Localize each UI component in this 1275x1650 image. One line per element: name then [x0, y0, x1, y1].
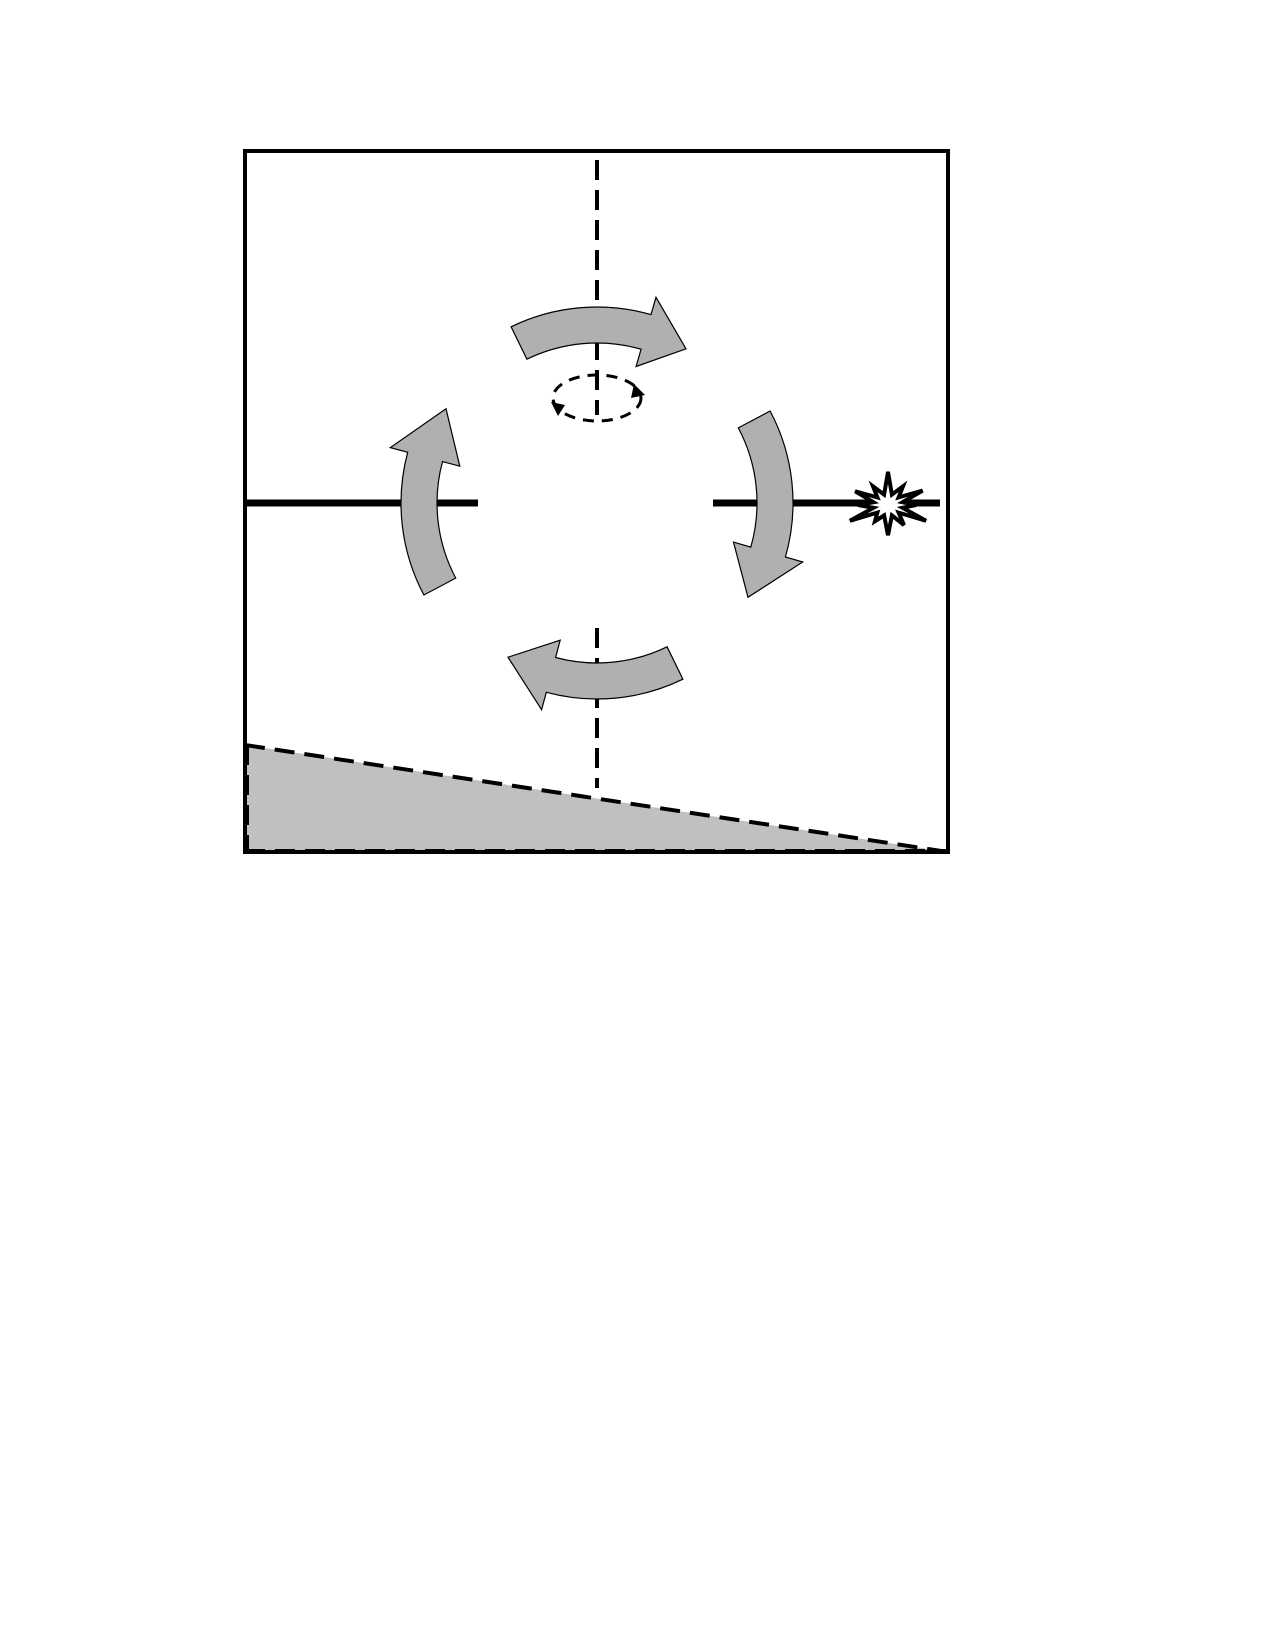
rotation-arrow-right-icon: [732, 410, 805, 599]
rotation-arrow-left-icon: [388, 407, 461, 596]
spin-arrowhead-right: [631, 384, 645, 398]
spin-indicator-icon: [551, 373, 645, 423]
rotation-arrow-bottom-icon: [507, 639, 684, 712]
spin-arrowhead-left: [551, 402, 565, 416]
wedge-fill: [245, 745, 948, 852]
spin-ellipse: [551, 373, 643, 423]
rotation-arrows: [388, 295, 805, 712]
impact-burst-icon: [848, 471, 928, 536]
rotation-arrow-top-icon: [510, 295, 687, 368]
